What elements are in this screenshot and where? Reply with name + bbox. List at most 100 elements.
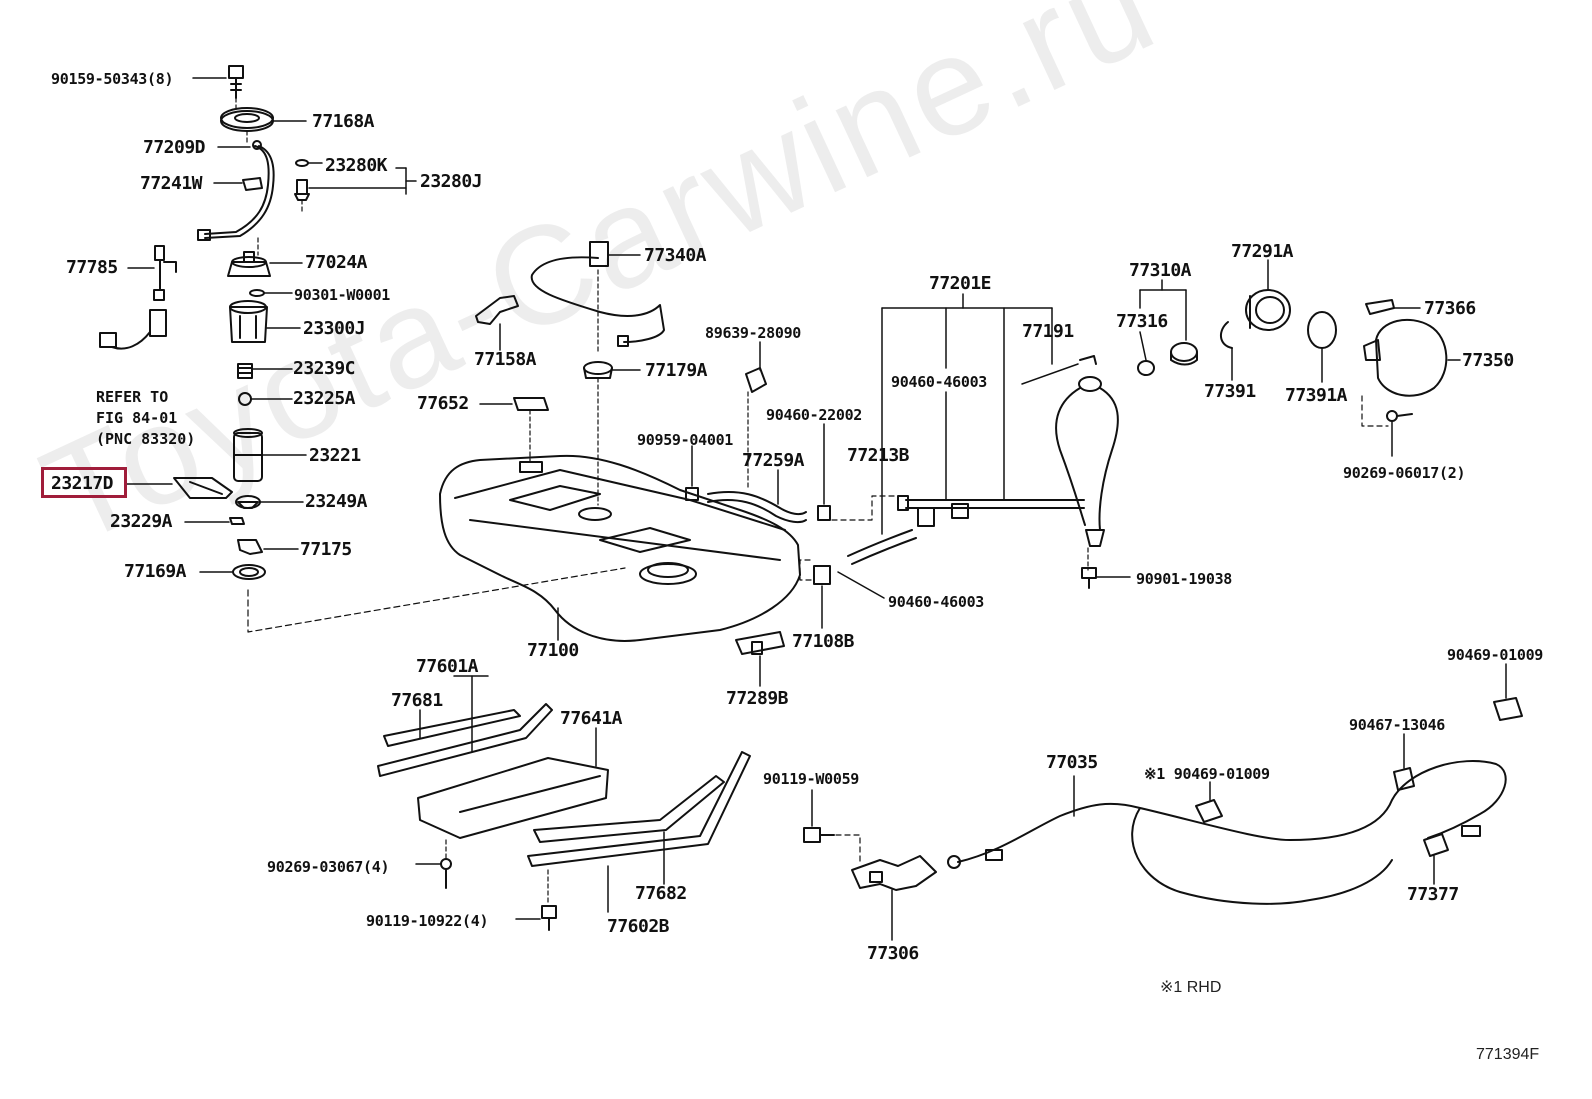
part-label-77601A[interactable]: 77601A [416, 656, 479, 677]
part-label-23217D[interactable]: 23217D [51, 473, 114, 494]
part-label-77213B[interactable]: 77213B [847, 445, 910, 466]
sender-gauge-77785-icon [99, 245, 177, 350]
clamp-90469-01009-rhd-icon [1195, 799, 1223, 823]
figure-id: 771394F [1476, 1046, 1540, 1063]
part-label-77306[interactable]: 77306 [867, 943, 919, 964]
screw-90269-06017-icon [1386, 410, 1413, 422]
clip-77241W-icon [242, 177, 263, 191]
part-label-90460-46003-lower[interactable]: 90460-46003 [888, 593, 985, 611]
part-label-77024A[interactable]: 77024A [305, 252, 368, 273]
highlight-frame [41, 467, 127, 498]
part-label-23249A[interactable]: 23249A [305, 491, 368, 512]
part-label-77175[interactable]: 77175 [300, 539, 352, 560]
part-label-77602B[interactable]: 77602B [607, 916, 670, 937]
lock-77306-icon [851, 855, 937, 891]
part-label-90159-50343[interactable]: 90159-50343(8) [51, 70, 174, 88]
part-label-77259A[interactable]: 77259A [742, 450, 805, 471]
part-label-90301-W0001[interactable]: 90301-W0001 [294, 286, 391, 304]
part-label-89639-28090[interactable]: 89639-28090 [705, 324, 802, 342]
bolt-90119-10922-icon [541, 905, 557, 931]
opener-77377-icon [1423, 833, 1449, 857]
hose-77340A-icon [530, 241, 665, 347]
fuel-tank-77100-icon [439, 454, 801, 642]
part-label-77201E[interactable]: 77201E [929, 273, 992, 294]
part-label-90469-01009-rhd[interactable]: ※1 90469-01009 [1144, 765, 1270, 783]
part-label-77179A[interactable]: 77179A [645, 360, 708, 381]
clamp-90460-46003-top-icon [917, 507, 935, 527]
part-label-77785[interactable]: 77785 [66, 257, 118, 278]
part-label-77158A[interactable]: 77158A [474, 349, 537, 370]
bracket-89639-icon [745, 367, 767, 393]
hose-77213B-icon [847, 529, 917, 565]
part-label-77682[interactable]: 77682 [635, 883, 687, 904]
part-label-90901-19038[interactable]: 90901-19038 [1136, 570, 1233, 588]
band-77682-icon [533, 775, 725, 843]
gasket-77169A-icon [232, 564, 266, 580]
clip-77191-icon [1079, 355, 1097, 365]
part-label-77108B[interactable]: 77108B [792, 631, 855, 652]
part-label-77316[interactable]: 77316 [1116, 311, 1168, 332]
part-label-77241W[interactable]: 77241W [140, 173, 203, 194]
part-label-77100[interactable]: 77100 [527, 640, 579, 661]
part-label-23225A[interactable]: 23225A [293, 388, 356, 409]
part-label-23239C[interactable]: 23239C [293, 358, 356, 379]
part-label-77169A[interactable]: 77169A [124, 561, 187, 582]
part-label-90119-10922[interactable]: 90119-10922(4) [366, 912, 489, 930]
part-label-90269-06017[interactable]: 90269-06017(2) [1343, 464, 1466, 482]
part-label-90119-W0059[interactable]: 90119-W0059 [763, 770, 860, 788]
part-label-77350[interactable]: 77350 [1462, 350, 1514, 371]
gasket-77391A-icon [1307, 311, 1337, 349]
part-label-77366[interactable]: 77366 [1424, 298, 1476, 319]
filler-pipe-77201E-icon [1055, 376, 1119, 547]
clip-90301-icon [249, 289, 265, 297]
part-label-23280K[interactable]: 23280K [325, 155, 388, 176]
part-label-23229A[interactable]: 23229A [110, 511, 173, 532]
part-label-90959-04001[interactable]: 90959-04001 [637, 431, 734, 449]
part-label-77340A[interactable]: 77340A [644, 245, 707, 266]
clip-90959-icon [685, 487, 699, 501]
part-label-77291A[interactable]: 77291A [1231, 241, 1294, 262]
breather-pipe-77201E-icon [897, 495, 1085, 519]
pad-77652-icon [513, 397, 549, 411]
part-label-77209D[interactable]: 77209D [143, 137, 206, 158]
seal-77291A-icon [1245, 289, 1291, 331]
part-label-23300J[interactable]: 23300J [303, 318, 366, 339]
part-label-77310A[interactable]: 77310A [1129, 260, 1192, 281]
part-label-77035[interactable]: 77035 [1046, 752, 1098, 773]
clip-23229A-icon [229, 517, 245, 525]
part-label-23221[interactable]: 23221 [309, 445, 361, 466]
part-label-77168A[interactable]: 77168A [312, 111, 375, 132]
part-label-77377[interactable]: 77377 [1407, 884, 1459, 905]
part-label-90467-13046[interactable]: 90467-13046 [1349, 716, 1446, 734]
rhd-footnote: ※1 RHD [1160, 979, 1222, 996]
valve-23280K-body-icon [294, 179, 310, 201]
part-label-77391A[interactable]: 77391A [1285, 385, 1348, 406]
pump-bracket-23300J-icon [229, 300, 268, 343]
bolt-90901-icon [1081, 567, 1097, 589]
tube-77209D-icon [197, 140, 275, 241]
hose-77259A-icon [707, 490, 807, 524]
part-label-77391[interactable]: 77391 [1204, 381, 1256, 402]
cushion-23225A-icon [238, 392, 252, 406]
protector-77641A-icon [417, 757, 609, 839]
part-label-90269-03067[interactable]: 90269-03067(4) [267, 858, 390, 876]
part-label-77191[interactable]: 77191 [1022, 321, 1074, 342]
cable-77035-icon [947, 760, 1507, 905]
retainer-ring-77168A-icon [220, 107, 274, 132]
clamp-77108B-icon [813, 565, 831, 585]
part-label-77289B[interactable]: 77289B [726, 688, 789, 709]
o-ring-23280K-icon [295, 159, 309, 167]
part-label-90460-22002[interactable]: 90460-22002 [766, 406, 863, 424]
part-label-77641A[interactable]: 77641A [560, 708, 623, 729]
band-77602B-icon [527, 751, 751, 867]
part-label-90469-01009[interactable]: 90469-01009 [1447, 646, 1544, 664]
part-label-90460-46003-upper[interactable]: 90460-46003 [891, 373, 988, 391]
part-label-77681[interactable]: 77681 [391, 690, 443, 711]
part-label-23280J[interactable]: 23280J [420, 171, 483, 192]
wire-clamp-77175-icon [237, 539, 263, 555]
spring-77391-icon [1220, 321, 1233, 349]
part-label-77652[interactable]: 77652 [417, 393, 469, 414]
filter-strainer-23217D-icon [173, 477, 233, 499]
